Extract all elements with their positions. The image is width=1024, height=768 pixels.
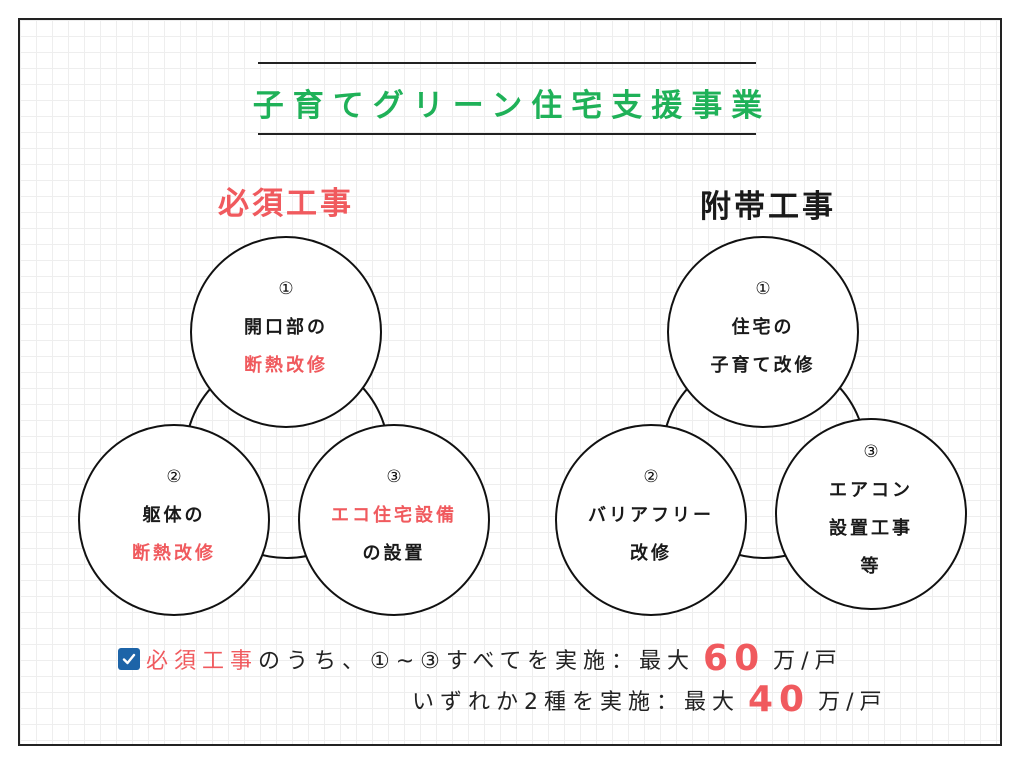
note-line-1-text: のうち、①~③すべてを実施：最大 xyxy=(258,648,696,674)
circle-label-line2: 設置工事 xyxy=(829,518,913,539)
circle-number: ③ xyxy=(386,467,402,487)
required-circle-3: ③ エコ住宅設備 の設置 xyxy=(298,424,490,616)
circle-label-line2: 断熱改修 xyxy=(244,355,328,376)
note-line-2-text: いずれか2種を実施：最大 xyxy=(412,689,740,715)
circle-label-line2: 子育て改修 xyxy=(710,355,816,376)
circle-number: ① xyxy=(755,279,771,299)
circle-label-line1: エコ住宅設備 xyxy=(331,505,457,526)
additional-circle-3: ③ エアコン 設置工事 等 xyxy=(775,418,967,610)
circle-label-line3: 等 xyxy=(860,556,882,577)
circle-label-line2: の設置 xyxy=(362,543,426,564)
circle-number: ③ xyxy=(863,442,879,462)
circle-number: ② xyxy=(166,467,182,487)
circle-label-line1: 住宅の xyxy=(731,317,795,338)
note-amount-max: 60 xyxy=(703,638,766,679)
title-bottom-rule xyxy=(258,133,756,135)
note-line-2: いずれか2種を実施：最大 40 万/戸 xyxy=(412,679,888,720)
page-title: 子育てグリーン住宅支援事業 xyxy=(252,88,772,124)
note-unit: 万/戸 xyxy=(773,648,843,674)
circle-label-line1: バリアフリー xyxy=(588,505,714,526)
required-circle-2: ② 躯体の 断熱改修 xyxy=(78,424,270,616)
additional-circle-1: ① 住宅の 子育て改修 xyxy=(667,236,859,428)
circle-label-line1: エアコン xyxy=(829,480,913,501)
circle-label-line2: 改修 xyxy=(630,543,672,564)
additional-circle-2: ② バリアフリー 改修 xyxy=(555,424,747,616)
circle-number: ② xyxy=(643,467,659,487)
additional-heading: 附帯工事 xyxy=(700,189,836,225)
required-heading: 必須工事 xyxy=(218,186,354,222)
circle-label-line1: 躯体の xyxy=(142,505,206,526)
circle-label-line1: 開口部の xyxy=(244,317,328,338)
note-amount-partial: 40 xyxy=(748,679,811,720)
title-top-rule xyxy=(258,62,756,64)
note-line-1: 必須工事のうち、①~③すべてを実施：最大 60 万/戸 xyxy=(118,638,843,679)
circle-number: ① xyxy=(278,279,294,299)
circle-label-line2: 断熱改修 xyxy=(132,543,216,564)
checkbox-icon xyxy=(118,647,140,670)
note-unit: 万/戸 xyxy=(818,689,888,715)
required-circle-1: ① 開口部の 断熱改修 xyxy=(190,236,382,428)
note-required-label: 必須工事 xyxy=(146,648,259,674)
